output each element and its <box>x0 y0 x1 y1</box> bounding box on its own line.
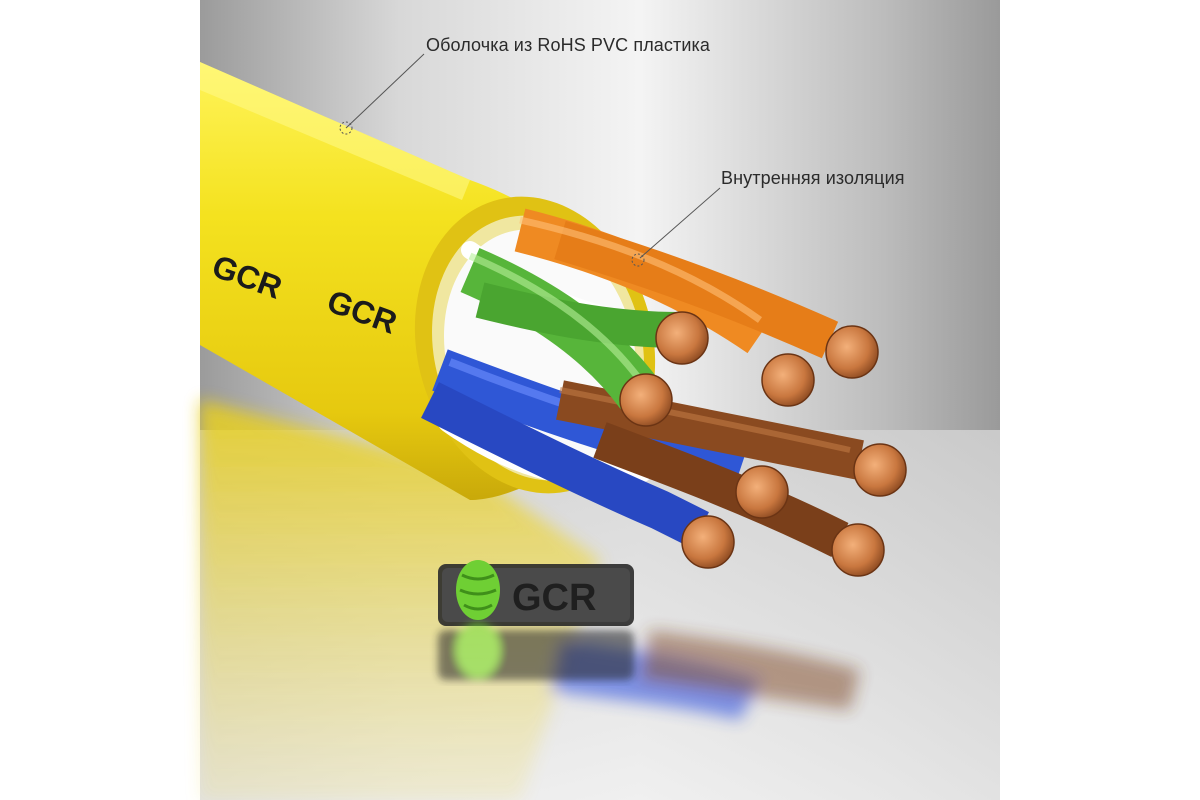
callout-lines <box>339 53 721 267</box>
floor-reflection <box>200 400 860 800</box>
sheath-annotation: Оболочка из RoHS PVC пластика <box>426 35 710 55</box>
gcr-logo: GCR <box>438 560 634 680</box>
copper-conductors <box>619 311 907 577</box>
insulation-annotation: Внутренняя изоляция <box>721 168 905 188</box>
pinecone-icon <box>456 560 500 620</box>
logo-text: GCR <box>512 577 596 619</box>
